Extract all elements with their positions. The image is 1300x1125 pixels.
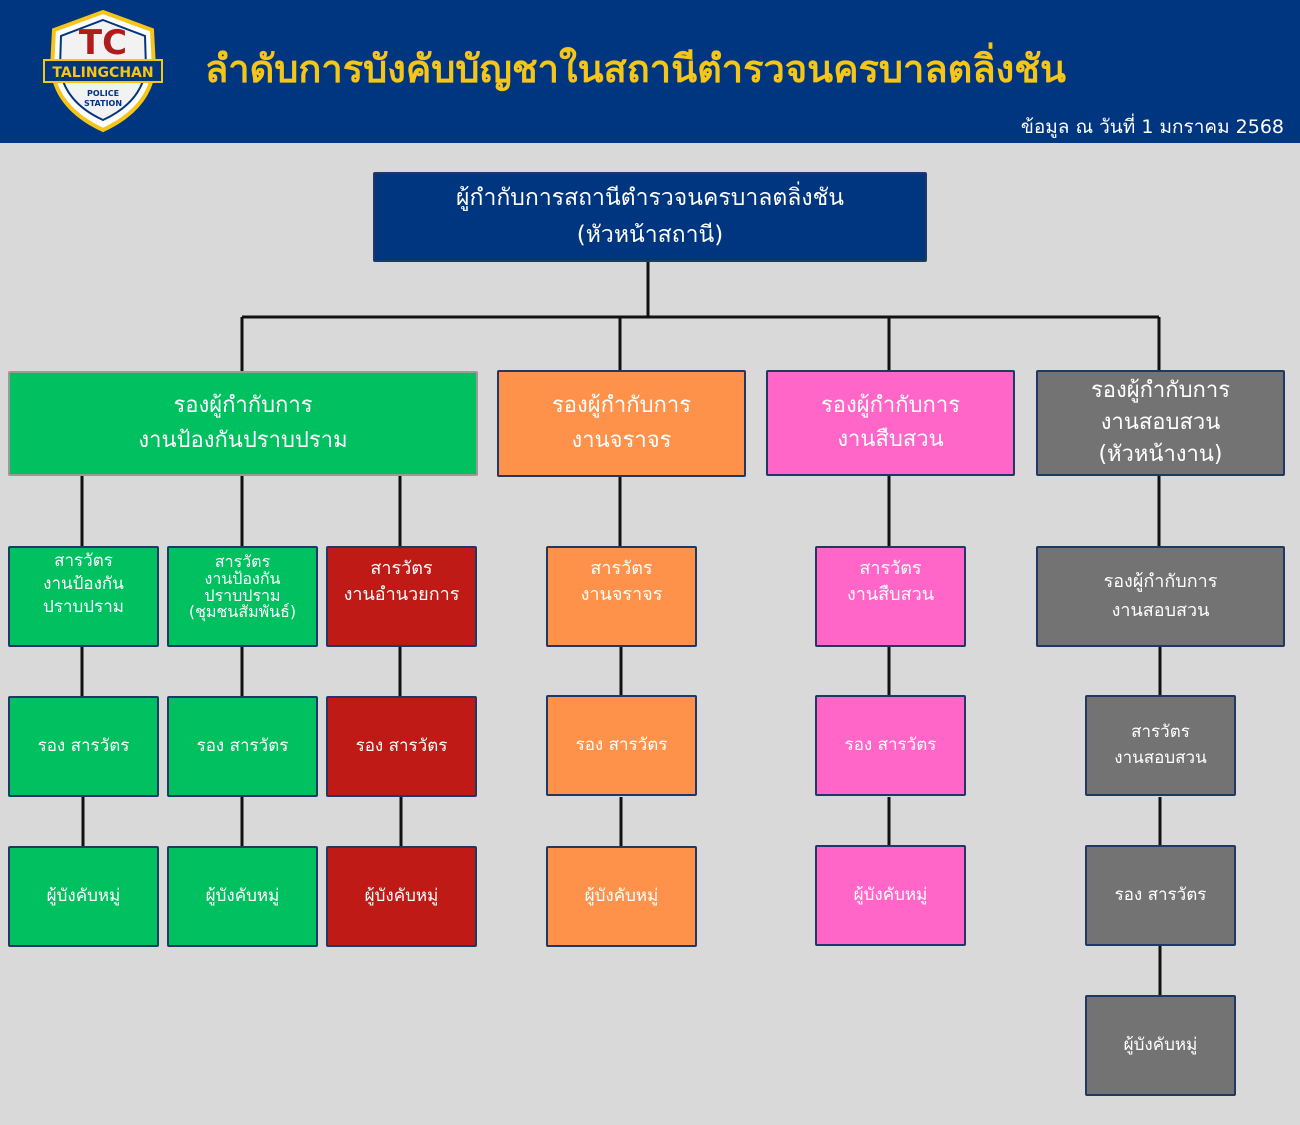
inspector-suppression-community-box: สารวัตร งานป้องกัน ปราบปราม (ชุมชนสัมพัน… bbox=[167, 546, 318, 647]
box-line: งานสืบสวน bbox=[846, 584, 934, 606]
squad-leader-box: ผู้บังคับหมู่ bbox=[815, 845, 966, 946]
box-line: งานจราจร bbox=[571, 427, 672, 453]
deputy-inspector-box: รอง สารวัตร bbox=[1085, 845, 1236, 946]
box-line: งานอำนวยการ bbox=[343, 584, 460, 606]
box-line: ผู้บังคับหมู่ bbox=[364, 885, 439, 906]
box-line: งานสอบสวน bbox=[1100, 410, 1221, 436]
squad-leader-box: ผู้บังคับหมู่ bbox=[167, 846, 318, 947]
box-line: รอง สารวัตร bbox=[37, 735, 130, 756]
box-line: งานจราจร bbox=[580, 584, 663, 606]
box-line: (หัวหน้างาน) bbox=[1098, 441, 1223, 467]
box-line: สารวัตร bbox=[370, 558, 433, 579]
deputy-inspector-box: รอง สารวัตร bbox=[326, 696, 477, 797]
inspector-investigation-box: สารวัตร งานสืบสวน bbox=[815, 546, 966, 647]
box-line: (หัวหน้าสถานี) bbox=[576, 222, 724, 248]
box-line: รอง สารวัตร bbox=[844, 734, 937, 755]
box-line: รอง สารวัตร bbox=[196, 735, 289, 756]
box-line: สารวัตร bbox=[214, 552, 271, 571]
inspector-traffic-box: สารวัตร งานจราจร bbox=[546, 546, 697, 647]
box-line: (ชุมชนสัมพันธ์) bbox=[188, 602, 297, 622]
station-superintendent-box: ผู้กำกับการสถานีตำรวจนครบาลตลิ่งชัน (หัว… bbox=[373, 172, 927, 262]
box-line: รอง สารวัตร bbox=[355, 735, 448, 756]
svg-text:TALINGCHAN: TALINGCHAN bbox=[52, 65, 153, 81]
deputy-superintendent-suppression-box: รองผู้กำกับการ งานป้องกันปราบปราม bbox=[8, 371, 478, 476]
box-line: ผู้กำกับการสถานีตำรวจนครบาลตลิ่งชัน bbox=[456, 185, 844, 212]
inspector-suppression-box: สารวัตร งานป้องกัน ปราบปราม bbox=[8, 546, 159, 647]
box-line: ปราบปราม bbox=[43, 596, 124, 617]
box-line: รองผู้กำกับการ bbox=[1090, 378, 1231, 404]
box-line: ผู้บังคับหมู่ bbox=[1123, 1034, 1198, 1055]
box-line: งานป้องกัน bbox=[204, 568, 281, 588]
squad-leader-box: ผู้บังคับหมู่ bbox=[8, 846, 159, 947]
deputy-inspector-box: รอง สารวัตร bbox=[546, 695, 697, 796]
box-line: สารวัตร bbox=[859, 558, 922, 579]
box-line: ผู้บังคับหมู่ bbox=[853, 884, 928, 905]
squad-leader-box: ผู้บังคับหมู่ bbox=[1085, 995, 1236, 1096]
box-line: สารวัตร bbox=[590, 558, 653, 579]
box-line: รอง สารวัตร bbox=[575, 734, 668, 755]
squad-leader-box: ผู้บังคับหมู่ bbox=[546, 846, 697, 947]
box-line: งานป้องกัน bbox=[43, 573, 124, 594]
box-line: ผู้บังคับหมู่ bbox=[46, 885, 121, 906]
box-line: ผู้บังคับหมู่ bbox=[584, 885, 659, 906]
box-line: ผู้บังคับหมู่ bbox=[205, 885, 280, 906]
box-line: งานสืบสวน bbox=[837, 427, 944, 452]
page-title: ลำดับการบังคับบัญชาในสถานีตำรวจนครบาลตลิ… bbox=[205, 47, 1066, 91]
police-station-logo: TC TALINGCHAN POLICE STATION bbox=[43, 9, 163, 133]
deputy-superintendent-traffic-box: รองผู้กำกับการ งานจราจร bbox=[497, 370, 746, 477]
box-line: รองผู้กำกับการ bbox=[551, 393, 692, 419]
deputy-superintendent-investigation-box: รองผู้กำกับการ งานสืบสวน bbox=[766, 370, 1015, 476]
inspector-administration-box: สารวัตร งานอำนวยการ bbox=[326, 546, 477, 647]
box-line: งานป้องกันปราบปราม bbox=[138, 427, 348, 453]
svg-text:STATION: STATION bbox=[84, 99, 122, 108]
inspector-inquiry-box: สารวัตร งานสอบสวน bbox=[1085, 695, 1236, 796]
deputy-inspector-box: รอง สารวัตร bbox=[815, 695, 966, 796]
svg-text:POLICE: POLICE bbox=[87, 89, 119, 98]
box-line: รองผู้กำกับการ bbox=[1103, 570, 1218, 592]
deputy-inspector-box: รอง สารวัตร bbox=[8, 696, 159, 797]
box-line: ปราบปราม bbox=[204, 585, 281, 605]
box-line: สารวัตร bbox=[1131, 722, 1190, 742]
header-banner: TC TALINGCHAN POLICE STATION ลำดับการบัง… bbox=[0, 0, 1300, 143]
box-line: รองผู้กำกับการ bbox=[173, 393, 313, 419]
data-date: ข้อมูล ณ วันที่ 1 มกราคม 2568 bbox=[1020, 116, 1284, 138]
svg-text:TC: TC bbox=[79, 23, 127, 63]
box-line: สารวัตร bbox=[54, 551, 113, 571]
box-line: รอง สารวัตร bbox=[1114, 884, 1207, 905]
squad-leader-box: ผู้บังคับหมู่ bbox=[326, 846, 477, 947]
deputy-superintendent-inquiry-box: รองผู้กำกับการ งานสอบสวน bbox=[1036, 546, 1285, 647]
box-line: งานสอบสวน bbox=[1111, 599, 1210, 621]
box-line: รองผู้กำกับการ bbox=[820, 392, 961, 418]
box-line: งานสอบสวน bbox=[1114, 747, 1207, 768]
deputy-superintendent-inquiry-head-box: รองผู้กำกับการ งานสอบสวน (หัวหน้างาน) bbox=[1036, 370, 1285, 476]
deputy-inspector-box: รอง สารวัตร bbox=[167, 696, 318, 797]
